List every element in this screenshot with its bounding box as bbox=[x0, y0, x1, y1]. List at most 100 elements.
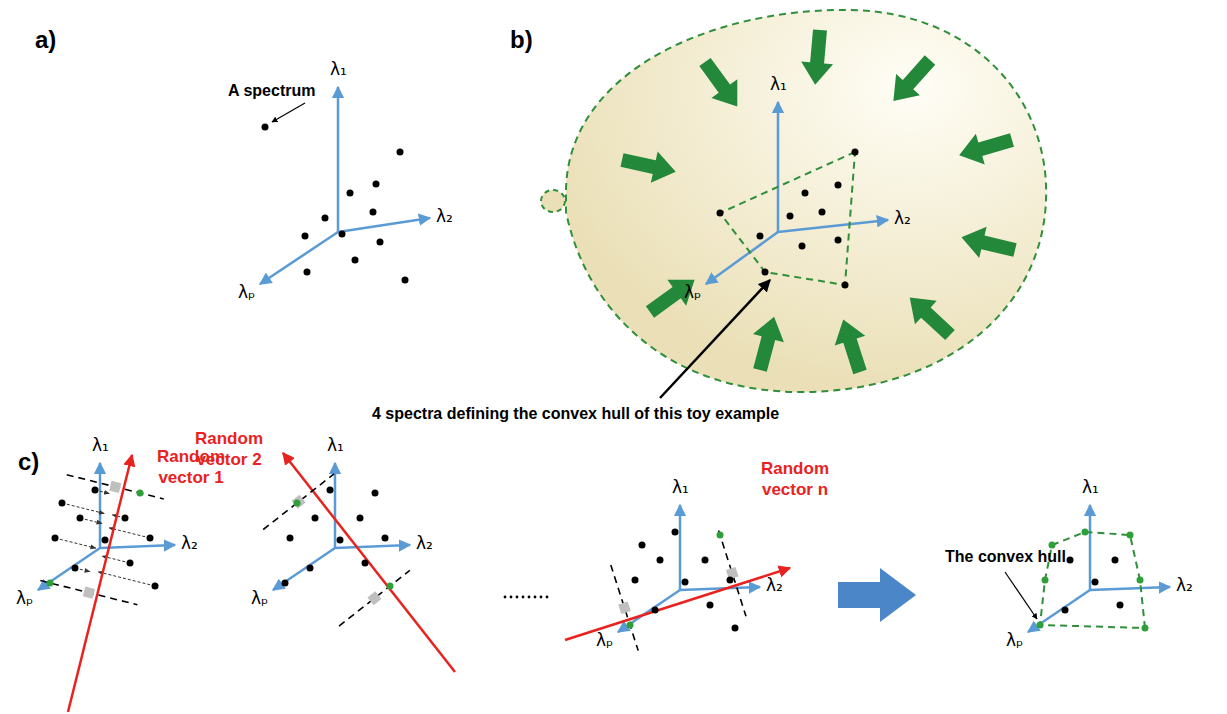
axis-arrow bbox=[273, 548, 335, 590]
vector-label: Random vector 2 bbox=[186, 428, 272, 471]
spectrum-dot bbox=[727, 577, 734, 584]
axis-label: λ₁ bbox=[1082, 477, 1099, 497]
spectrum-dot bbox=[52, 535, 59, 542]
pressure-arrow bbox=[828, 315, 875, 377]
hull-outline bbox=[720, 152, 855, 285]
spectrum-dot bbox=[304, 269, 311, 276]
spectrum-dot bbox=[102, 537, 109, 544]
spectrum-dot bbox=[1142, 625, 1149, 632]
panel-letter: c) bbox=[18, 448, 39, 476]
spectrum-dot bbox=[657, 557, 664, 564]
spectrum-dot bbox=[672, 529, 679, 536]
spectrum-dot bbox=[59, 500, 66, 507]
leader-arrow bbox=[272, 103, 305, 122]
spectrum-dot bbox=[802, 190, 809, 197]
random-vector bbox=[283, 453, 455, 672]
axis-label: λ₁ bbox=[327, 435, 344, 455]
balloon-shape bbox=[541, 10, 1046, 392]
projection-line bbox=[40, 581, 137, 605]
axis-arrow bbox=[99, 463, 102, 548]
spectrum-dot bbox=[707, 602, 714, 609]
spectrum-dot bbox=[1092, 579, 1099, 586]
axis-arrow bbox=[1089, 505, 1092, 590]
spectrum-dot bbox=[137, 490, 144, 497]
random-vector bbox=[565, 568, 790, 640]
axis-label: λₚ bbox=[596, 630, 613, 650]
axis-label: λ₂ bbox=[416, 533, 433, 553]
axis-arrow bbox=[337, 87, 340, 232]
projection-mark bbox=[618, 601, 631, 614]
spectrum-dot bbox=[122, 515, 129, 522]
pressure-arrow bbox=[899, 286, 961, 347]
spectrum-dot bbox=[402, 277, 409, 284]
spectrum-dot bbox=[152, 583, 159, 590]
spectrum-dot bbox=[347, 190, 354, 197]
spectrum-dot bbox=[382, 535, 389, 542]
axis-label: λ₂ bbox=[181, 533, 198, 553]
spectrum-dot bbox=[77, 515, 84, 522]
axis-label: λ₁ bbox=[92, 435, 109, 455]
spectrum-dot bbox=[757, 233, 764, 240]
spectrum-dot bbox=[322, 215, 329, 222]
spectrum-dot bbox=[787, 213, 794, 220]
spectrum-dot bbox=[819, 209, 826, 216]
spectrum-dot bbox=[262, 124, 269, 131]
spectrum-dot bbox=[1067, 557, 1074, 564]
axis-arrow bbox=[706, 232, 778, 284]
leader-arrow bbox=[660, 280, 770, 398]
axis-label: λₚ bbox=[16, 588, 33, 608]
projection-arrow bbox=[67, 504, 105, 513]
projection-arrow bbox=[80, 569, 90, 572]
axis-label: λ₂ bbox=[436, 206, 453, 226]
projection-mark bbox=[292, 495, 306, 509]
projection-arrow bbox=[100, 491, 110, 493]
spectrum-dot bbox=[639, 542, 646, 549]
axis-label: λ₂ bbox=[766, 575, 783, 595]
spectrum-dot bbox=[352, 257, 359, 264]
axis-label: λ₂ bbox=[1176, 575, 1193, 595]
ellipsis-dot bbox=[546, 596, 549, 599]
projection-line bbox=[339, 570, 410, 626]
spectrum-dot bbox=[373, 181, 380, 188]
callout-text: A spectrum bbox=[228, 82, 315, 100]
spectrum-dot bbox=[702, 557, 709, 564]
axis-arrow bbox=[334, 463, 337, 548]
spectrum-dot bbox=[287, 535, 294, 542]
spectrum-dot bbox=[1112, 557, 1119, 564]
spectrum-dot bbox=[307, 565, 314, 572]
vector-label: Random vector n bbox=[752, 458, 838, 501]
ellipsis-dot bbox=[504, 596, 507, 599]
ellipsis-dot bbox=[540, 596, 543, 599]
spectrum-dot bbox=[717, 532, 724, 539]
pressure-arrow bbox=[881, 49, 942, 111]
callout-text: 4 spectra defining the convex hull of th… bbox=[372, 405, 779, 423]
projection-arrow bbox=[60, 539, 96, 548]
axis-label: λₚ bbox=[238, 282, 255, 302]
axis-arrow bbox=[260, 232, 338, 284]
spectrum-dot bbox=[397, 149, 404, 156]
axis-label: λₚ bbox=[251, 588, 268, 608]
pressure-arrow bbox=[619, 144, 680, 187]
spectrum-dot bbox=[1137, 577, 1144, 584]
spectrum-dot bbox=[835, 237, 842, 244]
axis-arrow bbox=[1028, 590, 1090, 632]
spectrum-dot bbox=[1117, 602, 1124, 609]
spectrum-dot bbox=[732, 625, 739, 632]
spectrum-dot bbox=[682, 579, 689, 586]
spectrum-dot bbox=[47, 580, 54, 587]
spectrum-dot bbox=[1082, 529, 1089, 536]
axis-label: λₚ bbox=[684, 282, 701, 302]
spectrum-dot bbox=[377, 239, 384, 246]
axis-arrow bbox=[335, 545, 410, 548]
ellipsis-dot bbox=[522, 596, 525, 599]
spectrum-dot bbox=[762, 269, 769, 276]
spectrum-dot bbox=[1037, 622, 1044, 629]
spectrum-dot bbox=[147, 535, 154, 542]
axis-label: λ₁ bbox=[770, 74, 787, 94]
spectrum-dot bbox=[337, 537, 344, 544]
leader-arrow bbox=[1005, 572, 1037, 619]
spectrum-dot bbox=[652, 607, 659, 614]
axis-arrow bbox=[338, 218, 430, 232]
spectrum-dot bbox=[302, 233, 309, 240]
spectrum-dot bbox=[370, 209, 377, 216]
